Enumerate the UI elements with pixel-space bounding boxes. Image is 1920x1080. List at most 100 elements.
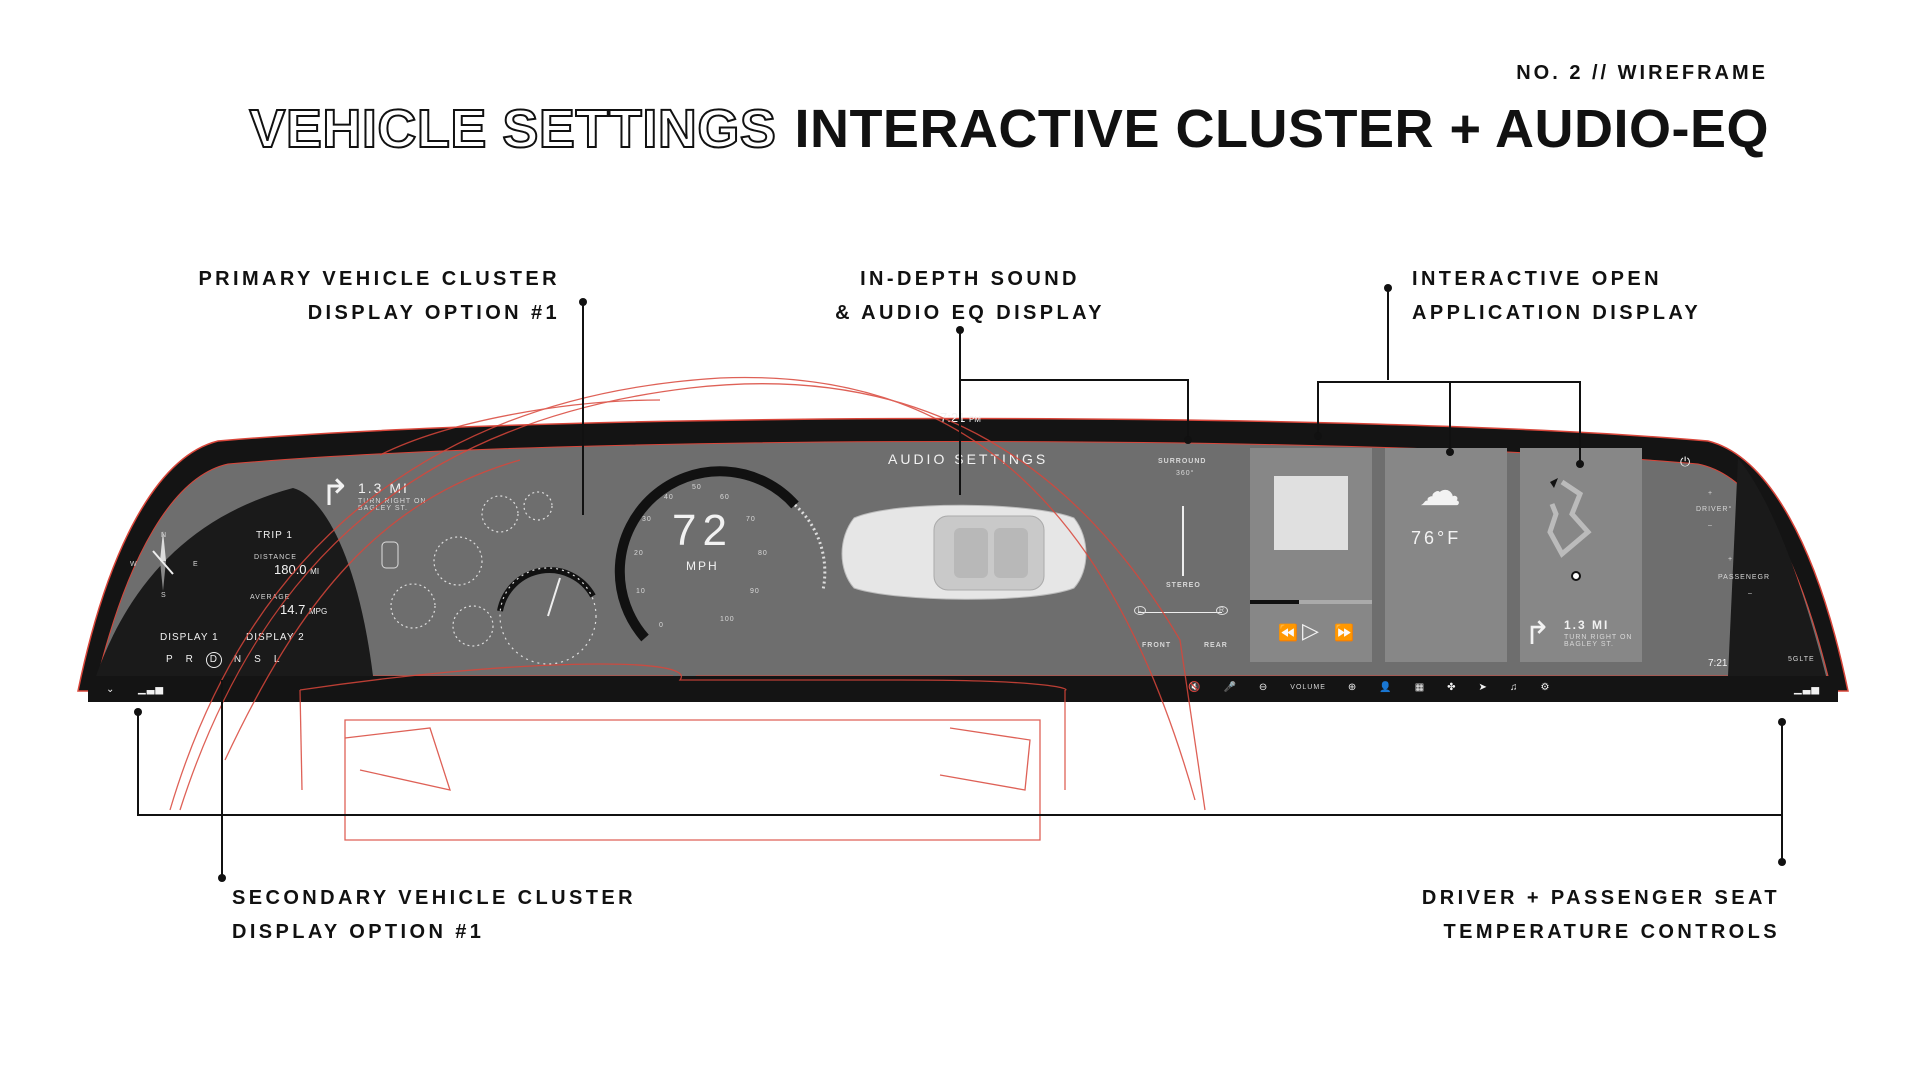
- trip-label: TRIP 1: [256, 530, 293, 541]
- callout-primary-line2: DISPLAY OPTION #1: [307, 302, 560, 324]
- trip-average: 14.7 MPG: [280, 602, 328, 617]
- fan-icon[interactable]: ✤: [1447, 682, 1457, 693]
- speed-tick-30: 30: [642, 516, 652, 523]
- navigation-icon[interactable]: ➤: [1478, 682, 1488, 693]
- compass-e: E: [193, 561, 199, 568]
- speed-tick-0: 0: [659, 622, 664, 629]
- weather-temp: 76°F: [1411, 528, 1462, 548]
- storm-cloud-icon: ☁: [1419, 467, 1461, 514]
- dashboard-display: 7:21 PM ↱ 1.3 MI TURN RIGHT ON BAGLEY ST…: [68, 406, 1858, 706]
- speed-tick-40: 40: [664, 494, 674, 501]
- app-nav-distance: 1.3 MI: [1564, 618, 1610, 632]
- fade-rear[interactable]: REAR: [1204, 642, 1228, 649]
- turn-right-arrow-icon: ↱: [320, 472, 351, 513]
- tab-display-2[interactable]: DISPLAY 2: [246, 632, 305, 643]
- speed-tick-90: 90: [750, 588, 760, 595]
- navigation-app-card[interactable]: ↱ 1.3 MI TURN RIGHT ON BAGLEY ST.: [1520, 448, 1642, 662]
- mute-icon[interactable]: 🔇: [1188, 682, 1202, 693]
- media-app-card[interactable]: ⏪ ▷ ⏩: [1250, 448, 1372, 662]
- gear-l[interactable]: L: [273, 654, 281, 665]
- left-signal-icon: ▁▃▅: [138, 684, 165, 695]
- speed-value: 72: [672, 506, 733, 555]
- left-chevron-down-icon[interactable]: ⌄: [106, 684, 116, 695]
- volume-label: VOLUME: [1290, 684, 1326, 691]
- media-progress-fill: [1250, 600, 1299, 604]
- gear-s[interactable]: S: [254, 654, 262, 665]
- compass-s: S: [161, 592, 167, 599]
- gear-selector: P R D N S L: [166, 652, 281, 668]
- speed-unit: MPH: [686, 559, 719, 573]
- speed-tick-20: 20: [634, 550, 644, 557]
- audio-settings-title: AUDIO SETTINGS: [888, 451, 1049, 467]
- callout-secondary-line2: DISPLAY OPTION #1: [232, 921, 485, 943]
- weather-app-card[interactable]: ☁ 76°F: [1385, 448, 1507, 662]
- compass-n: N: [161, 532, 168, 539]
- speed-tick-10: 10: [636, 588, 646, 595]
- balance-left[interactable]: L: [1134, 606, 1146, 615]
- surround-label: SURROUND: [1158, 458, 1207, 465]
- passenger-temp-down[interactable]: –: [1748, 590, 1753, 597]
- volume-down-icon[interactable]: ⊖: [1258, 682, 1269, 693]
- balance-right[interactable]: R: [1216, 606, 1228, 615]
- callout-app-line1: INTERACTIVE OPEN: [1412, 268, 1662, 290]
- media-progress-bar[interactable]: [1250, 600, 1372, 604]
- speed-tick-60: 60: [720, 494, 730, 501]
- gear-r[interactable]: R: [185, 654, 194, 665]
- callout-primary-cluster: PRIMARY VEHICLE CLUSTER DISPLAY OPTION #…: [160, 262, 560, 330]
- tab-display-1[interactable]: DISPLAY 1: [160, 632, 219, 643]
- page-title: VEHICLE SETTINGS INTERACTIVE CLUSTER + AU…: [145, 98, 1769, 160]
- trip-distance-label: DISTANCE: [254, 554, 297, 561]
- callout-app-line2: APPLICATION DISPLAY: [1412, 302, 1702, 324]
- fast-forward-icon[interactable]: ⏩: [1334, 625, 1354, 642]
- gear-d[interactable]: D: [205, 652, 222, 668]
- driver-seat-label: DRIVER°: [1696, 506, 1733, 513]
- bottom-control-bar: 🔇 🎤 ⊖ VOLUME ⊕ 👤 ▦ ✤ ➤ ♫ ⚙: [1188, 682, 1550, 693]
- top-clock: 7:21 PM: [940, 410, 981, 425]
- music-icon[interactable]: ♫: [1509, 682, 1519, 693]
- callout-sound-line1: IN-DEPTH SOUND: [860, 268, 1080, 290]
- driver-temp-up[interactable]: +: [1708, 490, 1714, 497]
- driver-temp-down[interactable]: –: [1708, 522, 1713, 529]
- callout-seat-line2: TEMPERATURE CONTROLS: [1443, 921, 1780, 943]
- volume-up-icon[interactable]: ⊕: [1347, 682, 1358, 693]
- callout-primary-line1: PRIMARY VEHICLE CLUSTER: [198, 268, 560, 290]
- power-icon[interactable]: ⏻: [1680, 454, 1691, 469]
- rewind-icon[interactable]: ⏪: [1278, 625, 1298, 642]
- microphone-icon[interactable]: 🎤: [1223, 682, 1237, 693]
- apps-grid-icon[interactable]: ▦: [1414, 682, 1426, 693]
- network-status: 5GLTE: [1788, 656, 1815, 663]
- passenger-seat-label: PASSENEGR: [1718, 574, 1771, 581]
- surround-degrees: 360°: [1176, 470, 1195, 477]
- turn-right-arrow-icon: ↱: [1524, 615, 1551, 651]
- profile-icon[interactable]: 👤: [1379, 682, 1393, 693]
- play-icon[interactable]: ▷: [1302, 618, 1319, 643]
- callout-sound-eq: IN-DEPTH SOUND & AUDIO EQ DISPLAY: [800, 262, 1140, 330]
- surround-slider[interactable]: [1182, 506, 1184, 576]
- callout-seat-line1: DRIVER + PASSENGER SEAT: [1421, 887, 1780, 909]
- callout-secondary-line1: SECONDARY VEHICLE CLUSTER: [232, 887, 636, 909]
- right-signal-icon: ▁▃▅: [1794, 684, 1821, 695]
- callout-secondary-cluster: SECONDARY VEHICLE CLUSTER DISPLAY OPTION…: [232, 881, 652, 949]
- gear-p[interactable]: P: [166, 654, 174, 665]
- fade-front[interactable]: FRONT: [1142, 642, 1172, 649]
- wireframe-number: NO. 2 // WIREFRAME: [1516, 62, 1768, 84]
- title-outline: VEHICLE SETTINGS: [248, 98, 777, 160]
- speed-tick-70: 70: [746, 516, 756, 523]
- callout-app-display: INTERACTIVE OPEN APPLICATION DISPLAY: [1412, 262, 1742, 330]
- speed-tick-100: 100: [720, 616, 735, 623]
- stereo-label: STEREO: [1166, 582, 1201, 589]
- callout-sound-line2: & AUDIO EQ DISPLAY: [835, 302, 1105, 324]
- app-nav-instruction: TURN RIGHT ON BAGLEY ST.: [1564, 634, 1633, 648]
- speed-tick-80: 80: [758, 550, 768, 557]
- car-topview-image: [841, 504, 1087, 600]
- compass-w: W: [130, 561, 138, 568]
- title-solid: INTERACTIVE CLUSTER + AUDIO-EQ: [794, 99, 1769, 159]
- route-map: [1547, 478, 1592, 581]
- passenger-temp-up[interactable]: +: [1728, 556, 1734, 563]
- gear-n[interactable]: N: [233, 654, 243, 665]
- balance-slider[interactable]: [1138, 612, 1222, 613]
- speed-tick-50: 50: [692, 484, 702, 491]
- trip-distance: 180.0 MI: [274, 562, 320, 577]
- settings-gear-icon[interactable]: ⚙: [1540, 682, 1551, 693]
- callout-seat-temperature: DRIVER + PASSENGER SEAT TEMPERATURE CONT…: [1340, 881, 1780, 949]
